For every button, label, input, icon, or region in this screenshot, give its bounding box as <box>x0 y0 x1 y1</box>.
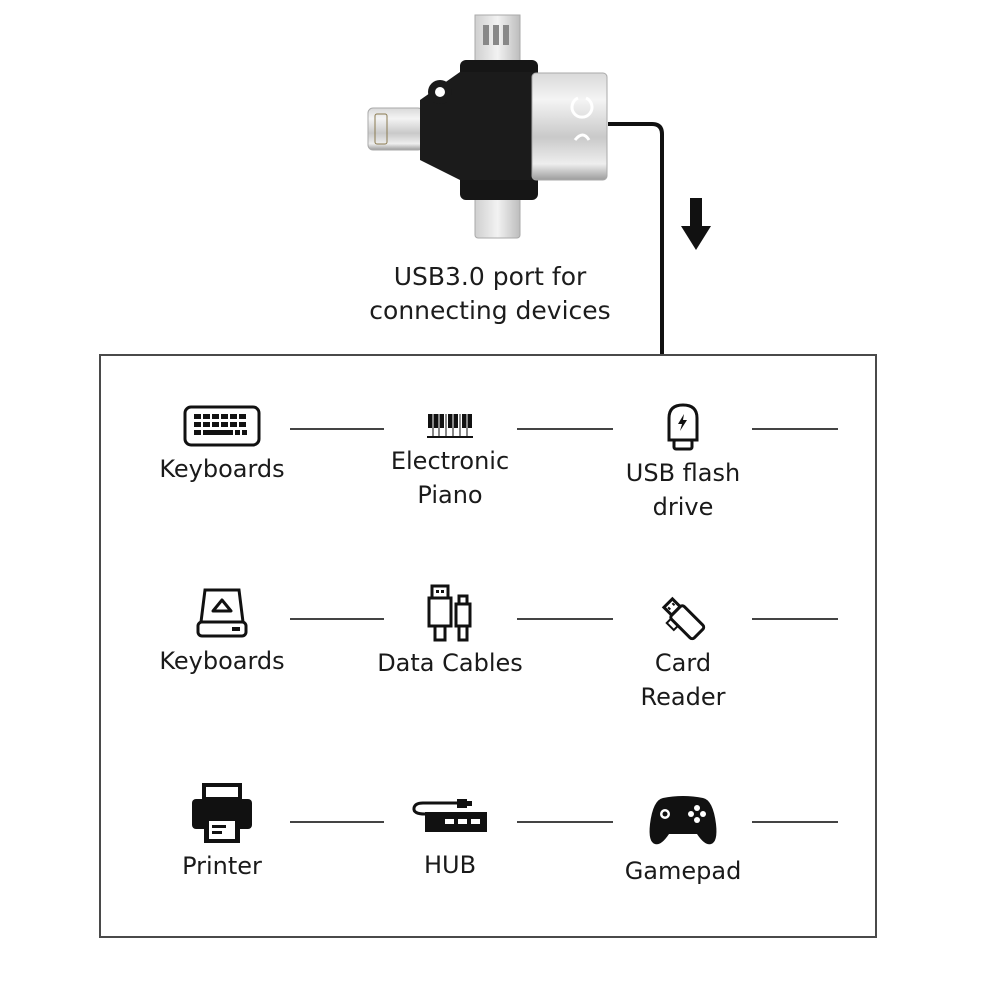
device-printer: Printer <box>122 783 322 883</box>
device-hard-drive: Keyboards <box>122 586 322 678</box>
device-label-line-1: Electronic <box>390 447 510 475</box>
device-gamepad: Gamepad <box>583 794 783 888</box>
device-label-line-1: USB flash <box>625 459 741 487</box>
piano-icon <box>427 414 473 438</box>
usb-a-female-connector <box>531 72 608 181</box>
keyboard-icon <box>183 405 261 447</box>
cable-line <box>608 122 664 357</box>
otg-adapter-image <box>367 14 608 239</box>
device-label: HUB <box>423 851 477 879</box>
usb-flash-drive-icon <box>667 403 699 451</box>
device-label: Keyboards <box>159 455 285 483</box>
printer-icon <box>192 783 252 843</box>
hard-drive-icon <box>196 588 248 638</box>
card-reader-icon <box>661 596 706 641</box>
device-electronic-piano: Electronic Piano <box>350 412 550 512</box>
row-1-connector-3 <box>752 428 838 430</box>
device-card-reader: Card Reader <box>583 594 783 714</box>
row-3-connector-2 <box>517 821 613 823</box>
gamepad-icon <box>649 796 717 845</box>
row-1-connector-2 <box>517 428 613 430</box>
row-2-connector-3 <box>752 618 838 620</box>
micro-usb-connector <box>474 14 521 64</box>
device-label-line-2: drive <box>652 493 714 521</box>
usb-hub-icon <box>412 799 487 832</box>
device-label: Keyboards <box>159 647 285 675</box>
data-cables-icon <box>427 584 472 642</box>
device-label: Printer <box>182 852 262 880</box>
caption-line-1: USB3.0 port for <box>393 262 587 291</box>
device-label-line-2: Piano <box>417 481 483 509</box>
row-2-connector-1 <box>290 618 384 620</box>
row-1-connector-1 <box>290 428 384 430</box>
device-data-cables: Data Cables <box>350 584 550 680</box>
device-label: Data Cables <box>377 649 523 677</box>
device-label: Gamepad <box>624 857 742 885</box>
device-label-line-1: Card <box>654 649 712 677</box>
device-keyboards: Keyboards <box>122 404 322 486</box>
arrow-down-icon <box>681 198 711 250</box>
row-3-connector-1 <box>290 821 384 823</box>
row-3-connector-3 <box>752 821 838 823</box>
device-usb-hub: HUB <box>350 798 550 882</box>
row-2-connector-2 <box>517 618 613 620</box>
device-label-line-2: Reader <box>640 683 726 711</box>
lightning-connector <box>367 107 424 151</box>
adapter-body <box>420 60 538 200</box>
device-usb-flash-drive: USB flash drive <box>583 402 783 524</box>
caption-line-2: connecting devices <box>369 296 611 325</box>
